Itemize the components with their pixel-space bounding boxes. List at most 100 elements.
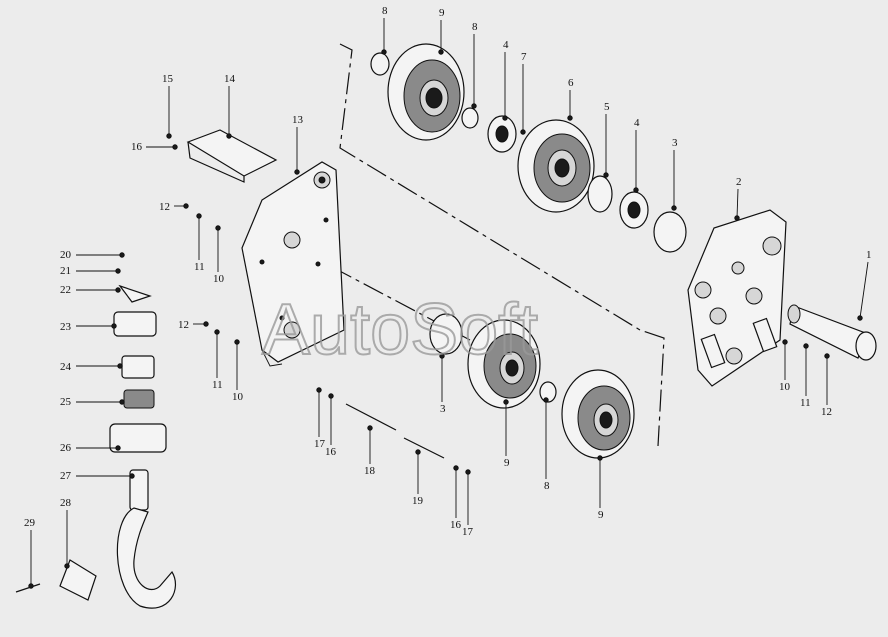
- callout-dot-c-29: [28, 583, 34, 589]
- callout-dot-c-17a: [316, 387, 322, 393]
- callout-c-10b: 10: [232, 391, 244, 403]
- callout-c-20: 20: [60, 249, 72, 261]
- callout-dot-c-6: [567, 115, 573, 121]
- callout-c-15: 15: [162, 73, 174, 85]
- callout-dot-c-2: [734, 215, 740, 221]
- callout-dot-c-9a: [438, 49, 444, 55]
- callout-dot-c-7: [520, 129, 526, 135]
- callout-dot-c-12b: [203, 321, 209, 327]
- callout-dot-c-27: [129, 473, 135, 479]
- pins-18-19: [345, 403, 445, 459]
- callout-dot-c-8a: [471, 103, 477, 109]
- callout-dot-c-12c: [824, 353, 830, 359]
- rings-and-bearings: [370, 52, 687, 403]
- callout-c-12a: 12: [159, 201, 170, 213]
- pulley-6: [517, 119, 595, 213]
- callout-c-3b: 3: [440, 403, 446, 415]
- callout-dot-c-4a: [633, 187, 639, 193]
- callout-c-8a: 8: [472, 21, 478, 33]
- callout-c-28: 28: [60, 497, 72, 509]
- callout-c-17a: 17: [314, 438, 326, 450]
- callout-c-5: 5: [604, 101, 610, 113]
- shaft-1: [787, 304, 877, 361]
- callout-dot-c-10c: [782, 339, 788, 345]
- callout-dot-c-11a: [196, 213, 202, 219]
- callout-c-9c: 9: [598, 509, 604, 521]
- callout-dot-c-3b: [439, 353, 445, 359]
- callout-dot-c-16c: [453, 465, 459, 471]
- callout-c-16c: 16: [450, 519, 462, 531]
- callout-dot-c-28: [64, 563, 70, 569]
- callout-dot-c-21: [115, 268, 121, 274]
- callout-dot-c-3a: [671, 205, 677, 211]
- callout-c-8c: 8: [544, 480, 550, 492]
- callout-leader-c-1: [859, 261, 869, 319]
- callout-dot-c-14: [226, 133, 232, 139]
- callout-c-2: 2: [736, 176, 742, 188]
- callout-c-17b: 17: [462, 526, 474, 538]
- callout-dot-c-17b: [465, 469, 471, 475]
- callout-dot-c-11b: [214, 329, 220, 335]
- callout-dot-c-20: [119, 252, 125, 258]
- callout-dot-c-26: [115, 445, 121, 451]
- callout-c-1: 1: [866, 249, 872, 261]
- callout-dot-c-9b: [503, 399, 509, 405]
- callout-c-4b: 4: [503, 39, 509, 51]
- callout-c-4a: 4: [634, 117, 640, 129]
- callout-c-10c: 10: [779, 381, 791, 393]
- callout-c-26: 26: [60, 442, 72, 454]
- callout-c-6: 6: [568, 77, 574, 89]
- callout-c-9b: 9: [504, 457, 510, 469]
- callout-dot-c-10a: [215, 225, 221, 231]
- callout-c-8b: 8: [382, 5, 388, 17]
- callout-labels: 1234567489813141516121110202122232425262…: [24, 5, 872, 589]
- callout-c-12c: 12: [821, 406, 832, 418]
- callout-c-25: 25: [60, 396, 72, 408]
- callout-dot-c-11c: [803, 343, 809, 349]
- callout-c-11a: 11: [194, 261, 205, 273]
- callout-c-9a: 9: [439, 7, 445, 19]
- callout-c-16a: 16: [131, 141, 143, 153]
- callout-c-13: 13: [292, 114, 304, 126]
- callout-dot-c-25: [119, 399, 125, 405]
- callout-dot-c-22: [115, 287, 121, 293]
- callout-dot-c-5: [603, 172, 609, 178]
- callout-dot-c-23: [111, 323, 117, 329]
- watermark: AutoSoft: [262, 290, 538, 370]
- callout-dot-c-18: [367, 425, 373, 431]
- callout-dot-c-10b: [234, 339, 240, 345]
- pulley-9-mid: [467, 319, 541, 409]
- callout-dot-c-9c: [597, 455, 603, 461]
- callout-c-16b: 16: [325, 446, 337, 458]
- side-plate-2: [687, 209, 787, 387]
- callout-dot-c-19: [415, 449, 421, 455]
- pulley-9-top: [387, 43, 465, 141]
- callout-c-22: 22: [60, 284, 71, 296]
- callout-c-7: 7: [521, 51, 527, 63]
- callout-c-11b: 11: [212, 379, 223, 391]
- callout-dot-c-16a: [172, 144, 178, 150]
- callout-c-19: 19: [412, 495, 424, 507]
- side-plate-13: [241, 161, 345, 367]
- callout-c-18: 18: [364, 465, 376, 477]
- pulley-9-low: [561, 369, 635, 459]
- hook-assembly: [15, 284, 177, 609]
- callout-c-10a: 10: [213, 273, 225, 285]
- callout-c-3a: 3: [672, 137, 678, 149]
- callout-c-12b: 12: [178, 319, 189, 331]
- callout-dot-c-13: [294, 169, 300, 175]
- callout-dot-c-16b: [328, 393, 334, 399]
- callout-dot-c-15: [166, 133, 172, 139]
- callout-dot-c-4b: [502, 115, 508, 121]
- callout-dot-c-8b: [381, 49, 387, 55]
- callout-dot-c-24: [117, 363, 123, 369]
- callout-c-23: 23: [60, 321, 72, 333]
- callout-c-11c: 11: [800, 397, 811, 409]
- callout-c-21: 21: [60, 265, 71, 277]
- callout-c-14: 14: [224, 73, 236, 85]
- callout-c-29: 29: [24, 517, 36, 529]
- callout-dot-c-1: [857, 315, 863, 321]
- callout-dot-c-12a: [183, 203, 189, 209]
- callout-c-27: 27: [60, 470, 72, 482]
